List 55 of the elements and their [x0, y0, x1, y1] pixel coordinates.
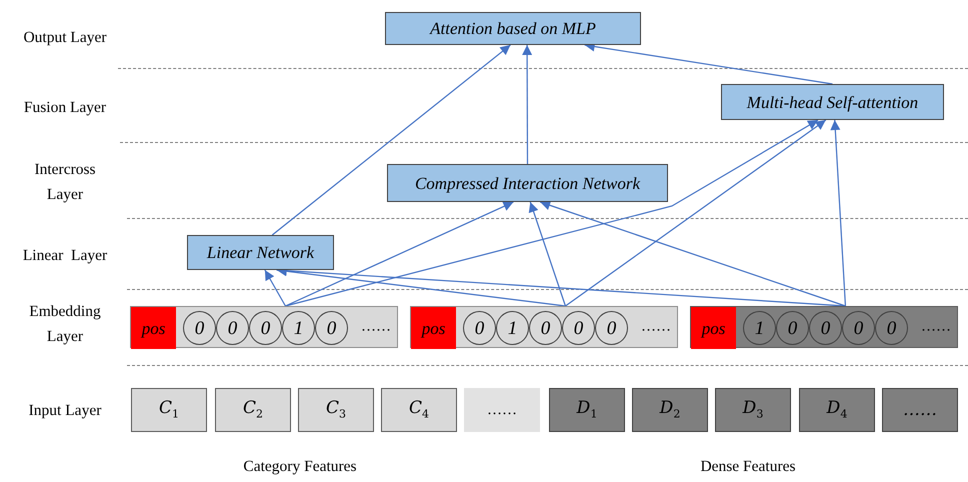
value-circle: 0 [842, 311, 875, 345]
value-circle: 0 [183, 311, 216, 345]
value-circle: 0 [595, 311, 628, 345]
value-circle: 0 [529, 311, 562, 345]
position-block: pos [691, 307, 736, 349]
arrow [264, 270, 286, 306]
feature-box: …… [464, 388, 540, 432]
layer-label: Dense Features [699, 457, 797, 477]
value-circle: 0 [875, 311, 908, 345]
ellipsis-text: …… [921, 320, 951, 334]
arrow [272, 44, 511, 236]
position-block: pos [131, 307, 176, 349]
model-box: Multi-head Self-attention [721, 84, 944, 120]
model-box: Linear Network [187, 235, 334, 270]
value-circle: 1 [496, 311, 529, 345]
feature-box: D$_{1}$ [549, 388, 625, 432]
feature-box: D$_{2}$ [632, 388, 708, 432]
embedding-bar [130, 306, 398, 348]
layer-label: Category Features [242, 457, 358, 477]
value-circle: 0 [315, 311, 348, 345]
layer-label: Output Layer [22, 28, 108, 48]
embedding-bar [690, 306, 958, 348]
arrow [285, 119, 818, 307]
arrow [830, 120, 846, 306]
ellipsis-text: …… [361, 320, 391, 334]
layer-label: Input Layer [28, 401, 102, 421]
arrow [285, 201, 514, 307]
feature-box: C$_{2}$ [215, 388, 291, 432]
feature-box: D$_{3}$ [715, 388, 791, 432]
arrow [540, 200, 846, 307]
value-circle: 0 [463, 311, 496, 345]
feature-box: D$_{4}$ [799, 388, 875, 432]
model-box: Compressed Interaction Network [387, 164, 668, 202]
feature-box: …… [882, 388, 958, 432]
position-block: pos [411, 307, 456, 349]
ellipsis-text: …… [641, 320, 671, 334]
layer-label: Embedding Layer [28, 302, 102, 347]
layer-label: Intercross Layer [33, 160, 97, 205]
feature-box: C$_{4}$ [381, 388, 457, 432]
layer-label: Fusion Layer [22, 98, 108, 118]
value-circle: 0 [562, 311, 595, 345]
value-circle: 0 [216, 311, 249, 345]
value-circle: 0 [809, 311, 842, 345]
feature-box: C$_{3}$ [298, 388, 374, 432]
feature-box: C$_{1}$ [131, 388, 207, 432]
value-circle: 0 [249, 311, 282, 345]
value-circle: 1 [282, 311, 315, 345]
layer-label: Linear Layer [22, 246, 108, 266]
embedding-bar [410, 306, 678, 348]
model-box: Attention based on MLP [385, 12, 641, 45]
value-circle: 0 [776, 311, 809, 345]
arrow [522, 45, 532, 164]
arrow [528, 202, 566, 306]
value-circle: 1 [743, 311, 776, 345]
arrow [565, 120, 826, 306]
